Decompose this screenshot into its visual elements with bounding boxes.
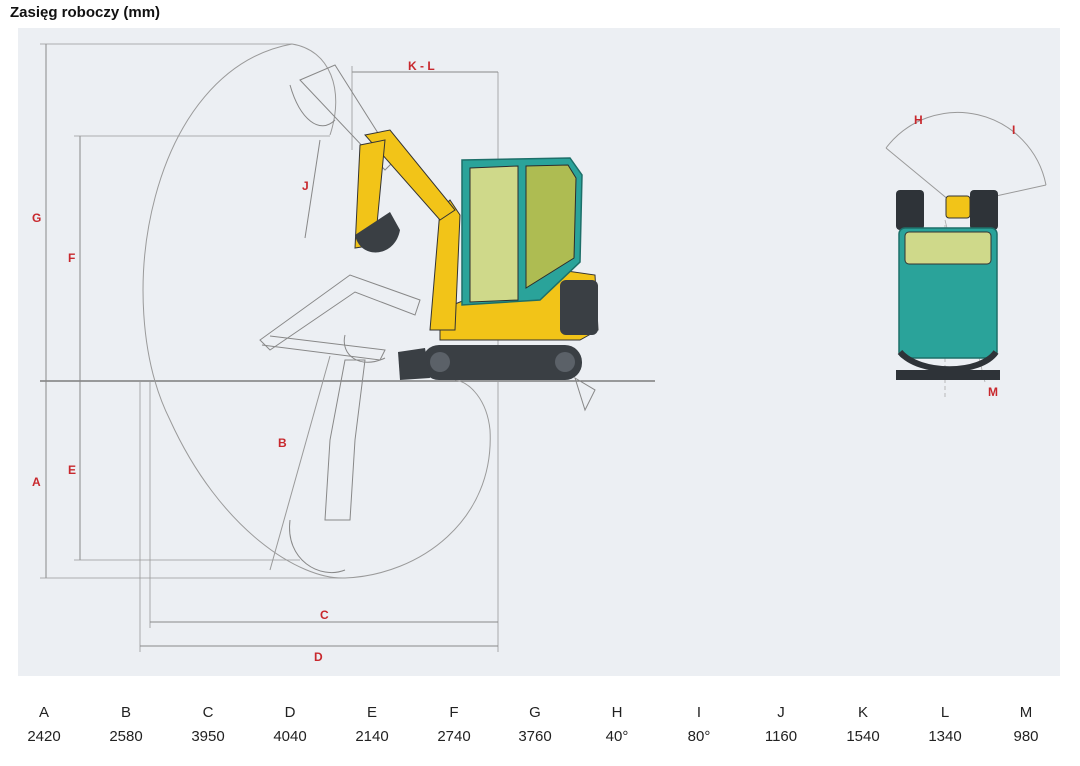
spec-value: 2420 xyxy=(27,728,61,745)
spec-value: 2140 xyxy=(355,728,389,745)
spec-key: A xyxy=(38,704,49,721)
label-a: A xyxy=(32,475,41,489)
spec-value: 1540 xyxy=(846,728,880,745)
label-d: D xyxy=(314,650,323,664)
b-line xyxy=(269,355,331,571)
spec-key: K xyxy=(857,704,868,721)
spec-key: J xyxy=(777,704,785,721)
spec-value: 2740 xyxy=(437,728,471,745)
bucket xyxy=(355,212,400,253)
spec-value: 2580 xyxy=(109,728,143,745)
blade xyxy=(398,348,430,380)
cab-window-1 xyxy=(469,165,519,303)
track xyxy=(422,345,582,380)
ghost-arm-horizontal xyxy=(259,274,421,363)
reach-envelope-top xyxy=(291,43,337,136)
spec-value: 40° xyxy=(605,728,629,745)
spec-value: 1160 xyxy=(764,728,798,745)
spec-value: 980 xyxy=(1013,728,1039,745)
spec-key: C xyxy=(202,704,214,721)
spec-key: F xyxy=(449,704,459,721)
spec-key: E xyxy=(366,704,377,721)
ghost-arm-down xyxy=(289,359,366,574)
label-b: B xyxy=(278,436,287,450)
spec-key: M xyxy=(1019,704,1033,721)
spec-key: D xyxy=(284,704,296,721)
label-g: G xyxy=(32,211,41,225)
spec-value: 4040 xyxy=(273,728,307,745)
spec-value: 3950 xyxy=(191,728,225,745)
arm-upper xyxy=(364,129,456,221)
label-c: C xyxy=(320,608,329,622)
spec-key: L xyxy=(940,704,950,721)
label-j: J xyxy=(302,179,309,193)
label-i: I xyxy=(1012,123,1015,137)
spec-value: 80° xyxy=(687,728,711,745)
label-f: F xyxy=(68,251,75,265)
boom xyxy=(429,199,461,331)
spec-key: H xyxy=(611,704,623,721)
spec-value: 3760 xyxy=(518,728,552,745)
label-m: M xyxy=(988,385,998,399)
spec-key: I xyxy=(696,704,702,721)
spec-value: 1340 xyxy=(928,728,962,745)
spec-key: B xyxy=(120,704,131,721)
working-range-diagram: G A F E B J K - L C D H I M xyxy=(32,43,1047,664)
cab-window-2 xyxy=(525,164,577,289)
dim-j xyxy=(304,139,321,239)
spec-key: G xyxy=(529,704,541,721)
label-e: E xyxy=(68,463,76,477)
front-view-machine xyxy=(885,111,1047,400)
page-title: Zasięg roboczy (mm) xyxy=(10,4,161,21)
label-h: H xyxy=(914,113,923,127)
label-kl: K - L xyxy=(408,59,435,73)
